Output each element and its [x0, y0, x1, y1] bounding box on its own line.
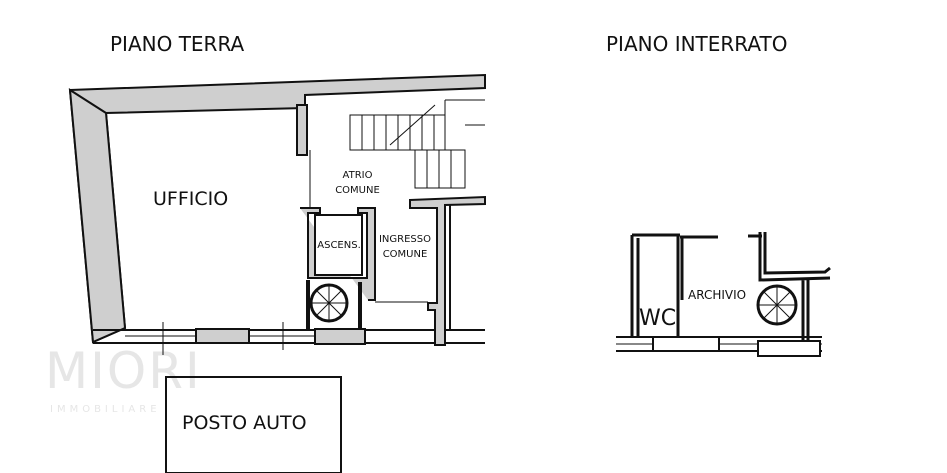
elevator-cabin: [314, 214, 363, 276]
room-office: UFFICIO: [153, 188, 229, 210]
room-entrance-line1: INGRESSO: [378, 234, 431, 245]
room-archive: ARCHIVIO: [688, 288, 747, 302]
partition-wall: [296, 104, 308, 156]
room-lobby-line1: ATRIO: [342, 170, 373, 181]
staircase: [349, 99, 485, 189]
room-lobby: ATRIO COMUNE: [320, 168, 395, 198]
parking-space: [165, 376, 342, 473]
room-parking: POSTO AUTO: [182, 412, 307, 434]
window-pier: [652, 336, 720, 352]
window-pier: [757, 340, 821, 357]
room-elevator: ASCENS.: [317, 240, 361, 251]
room-entrance-line2: COMUNE: [382, 249, 428, 260]
basement-walls: [630, 232, 831, 340]
ground-floor-title: PIANO TERRA: [110, 32, 245, 56]
watermark-subtitle: IMMOBILIARE: [50, 404, 161, 415]
window-pier: [314, 328, 366, 345]
watermark-brand: MIORI: [45, 342, 202, 400]
room-entrance: INGRESSO COMUNE: [377, 232, 433, 262]
room-lobby-line2: COMUNE: [335, 185, 380, 196]
left-wall: [68, 88, 127, 344]
window-pier: [195, 328, 250, 344]
basement-title: PIANO INTERRATO: [606, 32, 788, 56]
elevator-shaft: [300, 207, 376, 301]
room-wc: WC: [639, 306, 677, 331]
